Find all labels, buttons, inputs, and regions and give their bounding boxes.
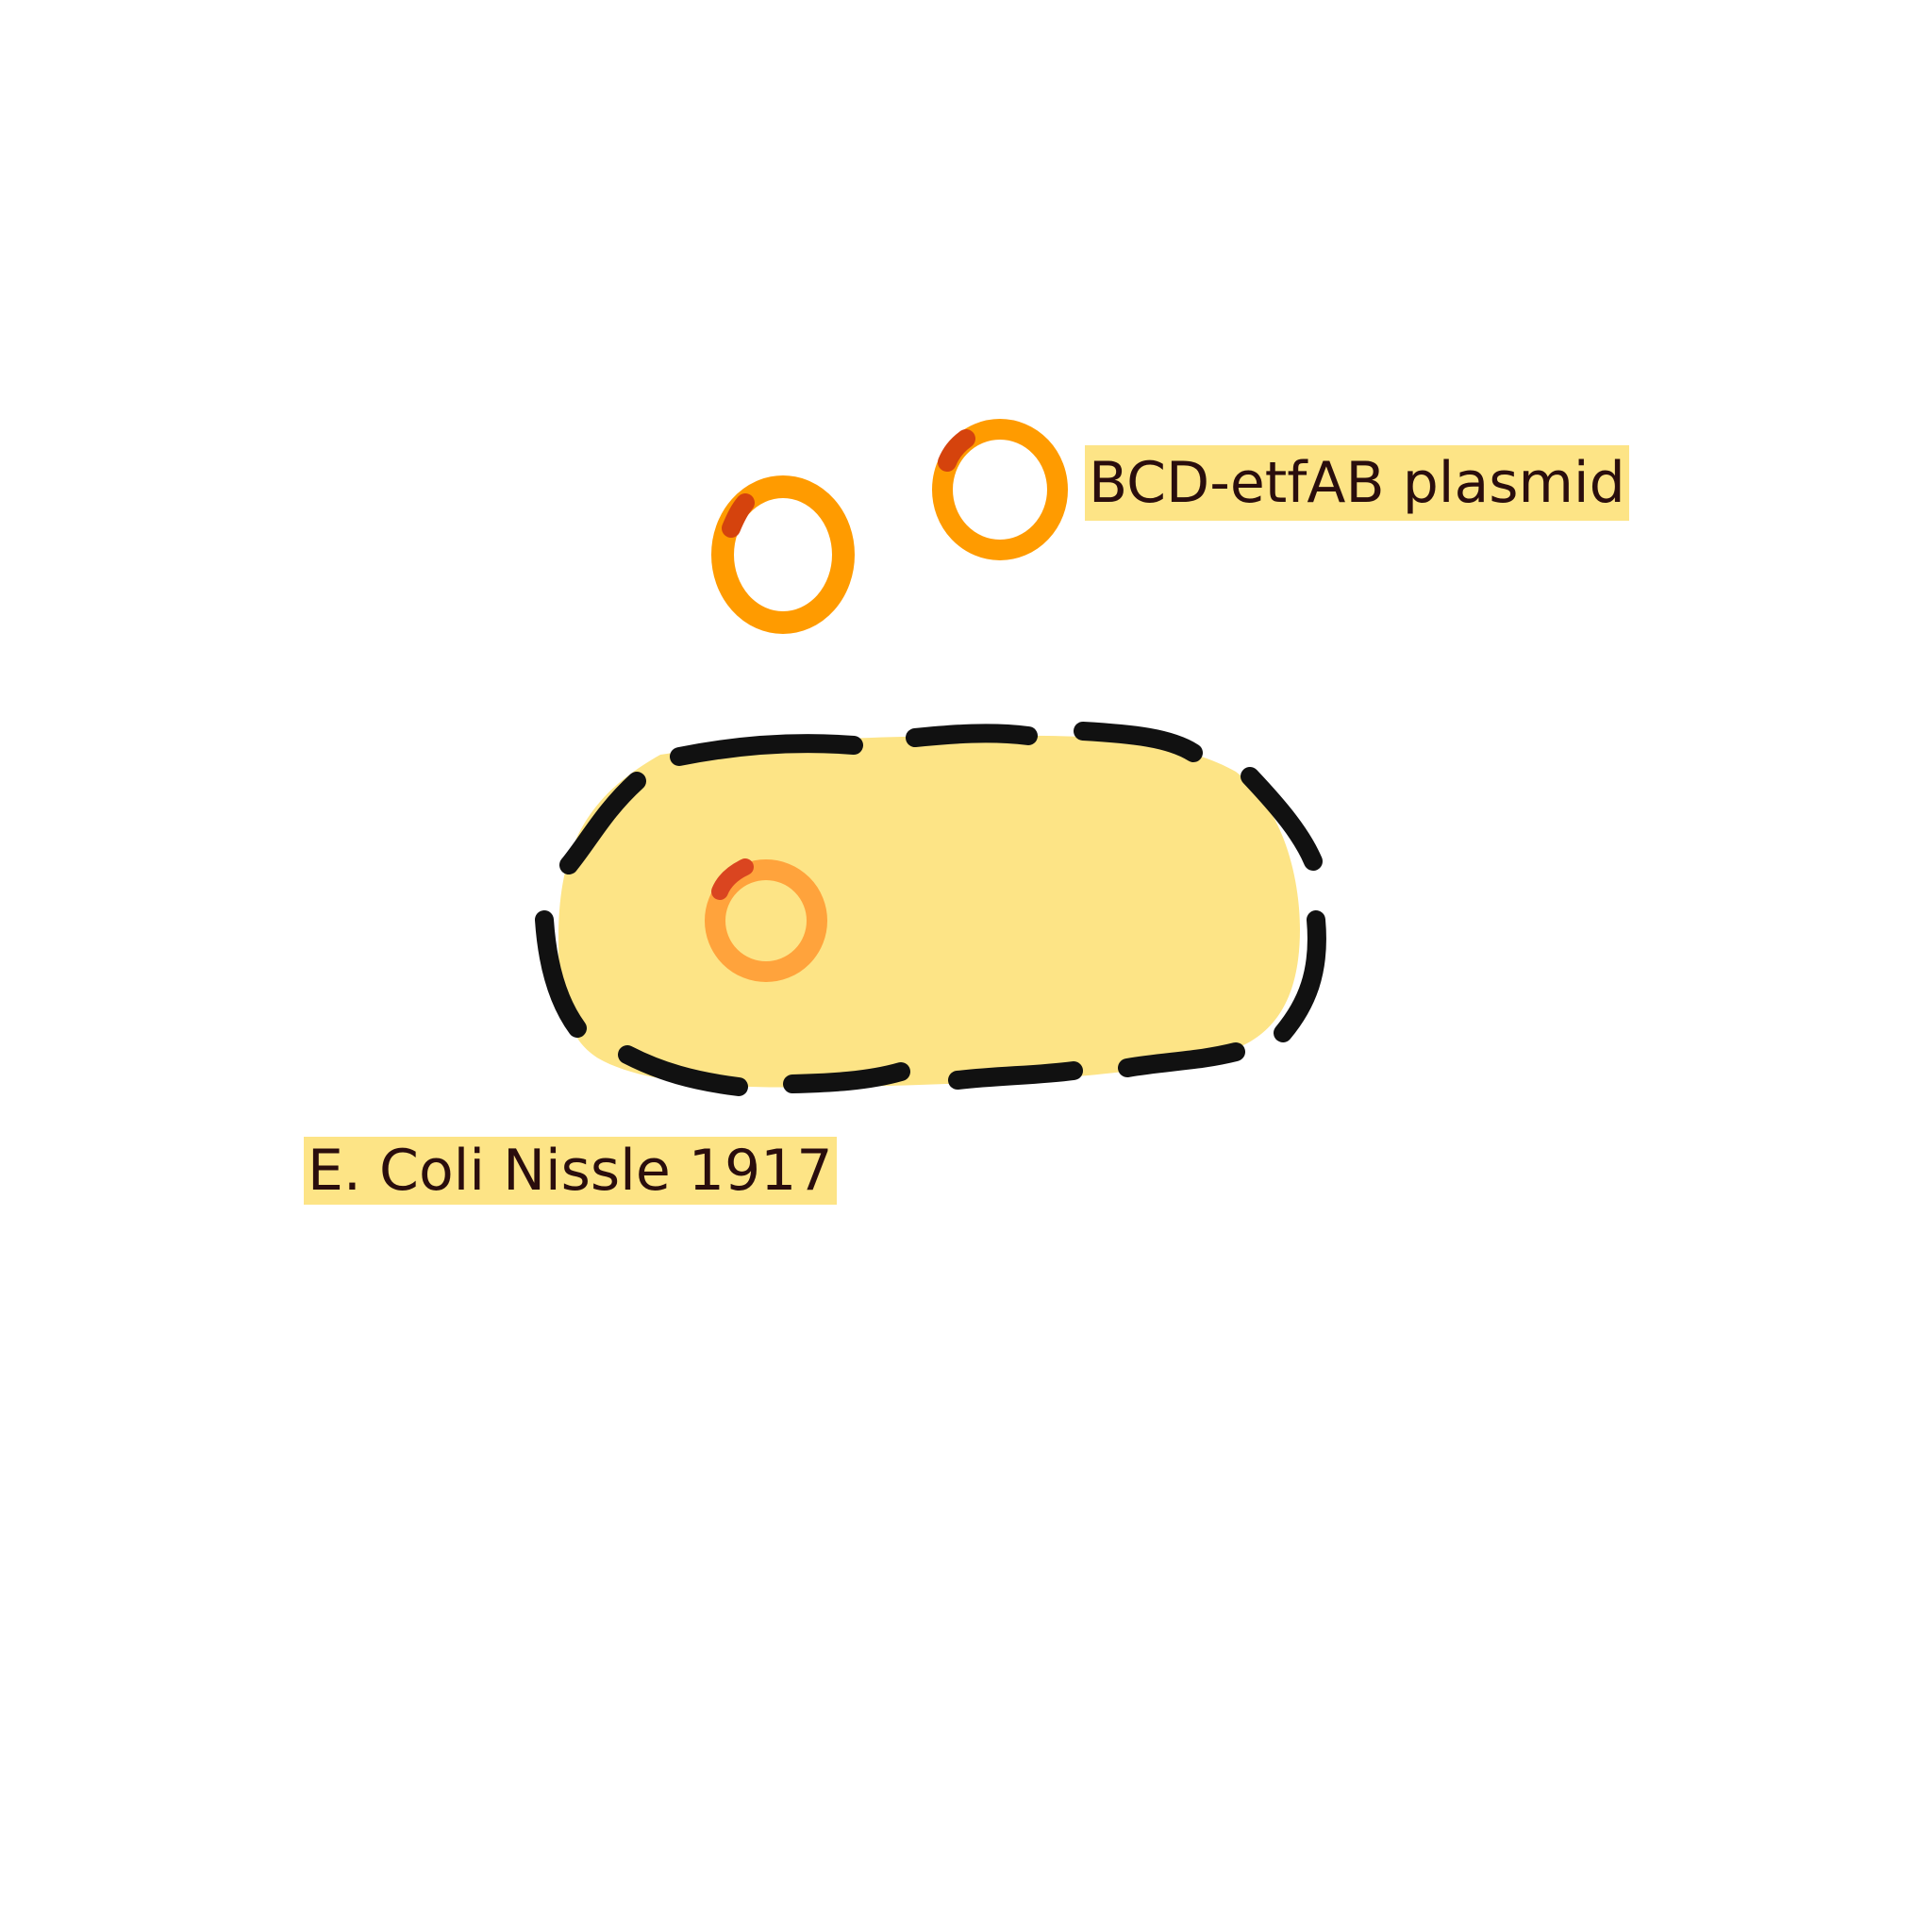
plasmid-label: BCD-etfAB plasmid [1085,445,1629,521]
membrane-dash [559,772,646,874]
plasmid-free-2 [932,419,1068,560]
membrane-dash [906,724,1038,747]
plasmid-free-1 [711,475,855,634]
membrane-dash [948,1061,1083,1090]
membrane-dash [1274,910,1326,1042]
plasmid-ring [705,859,827,982]
ecoli-cell-membrane [535,722,1326,1096]
plasmid-marker-tip [735,858,754,876]
cell-label: E. Coli Nissle 1917 [304,1137,837,1205]
membrane-dash [670,734,863,766]
plasmid-ring [711,475,855,634]
membrane-dash [618,1045,748,1096]
plasmid-marker [722,493,755,538]
membrane-dash [783,1062,910,1093]
membrane-dash [535,910,587,1038]
ecoli-cell-body [558,735,1300,1088]
membrane-dash [1241,767,1323,871]
plasmid-marker [938,429,975,472]
membrane-dash [1074,722,1203,762]
membrane-dash [1118,1042,1245,1077]
plasmid-in-cell [705,858,827,982]
plasmid-ring [932,419,1068,560]
